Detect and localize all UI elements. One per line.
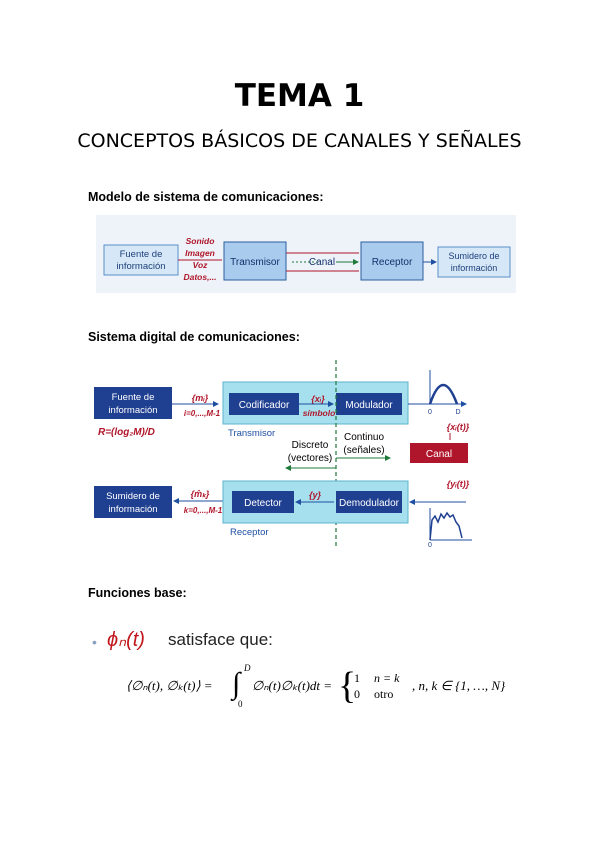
sink-box [437,246,511,278]
sink-digital-label-1: Sumidero de [106,491,160,502]
transmitter-caption: Transmisor [228,428,275,439]
sink-label-1: Sumidero de [448,251,499,261]
demodulator-label: Demodulador [339,498,400,509]
received-pulse-shape [429,511,463,541]
detector-label: Detector [244,498,282,509]
formula-integrand: ∅ₙ(t)∅ₖ(t)dt = [252,678,333,693]
yt-set: {yᵢ(t)} [447,479,470,489]
formula-domain: , n, k ∈ {1, …, N} [412,678,506,693]
channel-digital-label: Canal [426,449,452,460]
integral-lower-limit: 0 [238,699,243,709]
section-heading-digital: Sistema digital de comunicaciones: [88,330,300,344]
input-imagen: Imagen [185,248,215,258]
source-box [103,244,179,276]
source-box-digital [94,387,172,419]
detector-box [232,491,294,513]
basis-statement: satisface que: [168,630,273,649]
page-title: TEMA 1 [234,78,365,114]
input-sonido: Sonido [186,236,215,246]
formula-lhs: ⟨∅ₙ(t), ∅ₖ(t)⟩ = [126,678,213,693]
page-subtitle: CONCEPTOS BÁSICOS DE CANALES Y SEÑALES [77,130,522,152]
phi-symbol: ϕₙ(t) [107,629,145,651]
discrete-label-2: (vectores) [288,453,332,464]
modulator-label: Modulador [345,400,393,411]
digital-system-diagram: Fuente de información {mᵢ} i=0,...,M-1 R… [94,360,472,548]
input-datos: Datos,... [183,272,216,282]
sink-box-digital [94,486,172,518]
y-set: {y} [309,490,322,500]
modulator-box [336,393,402,415]
tx-axis-zero: 0 [428,409,432,416]
source-label-2: información [116,261,165,272]
communication-model-diagram: Fuente de información Sonido Imagen Voz … [96,215,516,293]
source-label-1: Fuente de [120,249,163,260]
sink-label-2: información [451,263,498,273]
case1-condition: n = k [374,671,400,685]
rx-axis-zero: 0 [428,542,432,548]
tx-axis-d: D [455,409,460,416]
integral-sign: ∫ [232,667,241,700]
section-heading-basis: Funciones base: [88,586,187,600]
m-hat-set: {m̂ₖ} [191,489,210,499]
continuous-label-1: Continuo [344,432,384,443]
case2-value: 0 [354,687,360,701]
input-voz: Voz [193,260,209,270]
receiver-box [360,241,424,281]
channel-label: Canal [309,257,335,268]
integral-upper-limit: D [244,663,251,673]
receiver-label: Receptor [372,257,413,268]
continuous-label-2: (señales) [343,445,384,456]
channel-box [410,443,468,463]
transmitter-box [223,241,287,281]
transmitted-pulse-shape [428,383,459,405]
encoder-label: Codificador [239,400,290,411]
encoder-box [229,393,299,415]
m-set: {mᵢ} [192,393,209,403]
symbol-label: símbolo [303,408,336,418]
x-set: {xᵢ} [311,394,325,404]
case2-condition: otro [374,687,394,701]
sink-digital-label-2: información [108,504,157,515]
xt-set: {xᵢ(t)} [447,422,470,432]
orthonormality-formula: ⟨∅ₙ(t), ∅ₖ(t)⟩ = ∫ D 0 ∅ₙ(t)∅ₖ(t)dt = { … [126,663,526,715]
receiver-caption: Receptor [230,527,269,538]
i-range: i=0,...,M-1 [184,409,221,418]
source-digital-label-2: información [108,405,157,416]
bullet: • [92,634,97,650]
demodulator-box [336,491,402,513]
source-digital-label-1: Fuente de [112,392,155,403]
section-heading-model: Modelo de sistema de comunicaciones: [88,190,324,204]
case1-value: 1 [354,671,360,685]
rate-formula: R=(log₂M)/D [98,427,155,438]
discrete-label-1: Discreto [292,440,329,451]
transmitter-label: Transmisor [230,257,280,268]
cases-brace: { [338,665,357,707]
k-range: k=0,...,M-1 [184,506,223,515]
